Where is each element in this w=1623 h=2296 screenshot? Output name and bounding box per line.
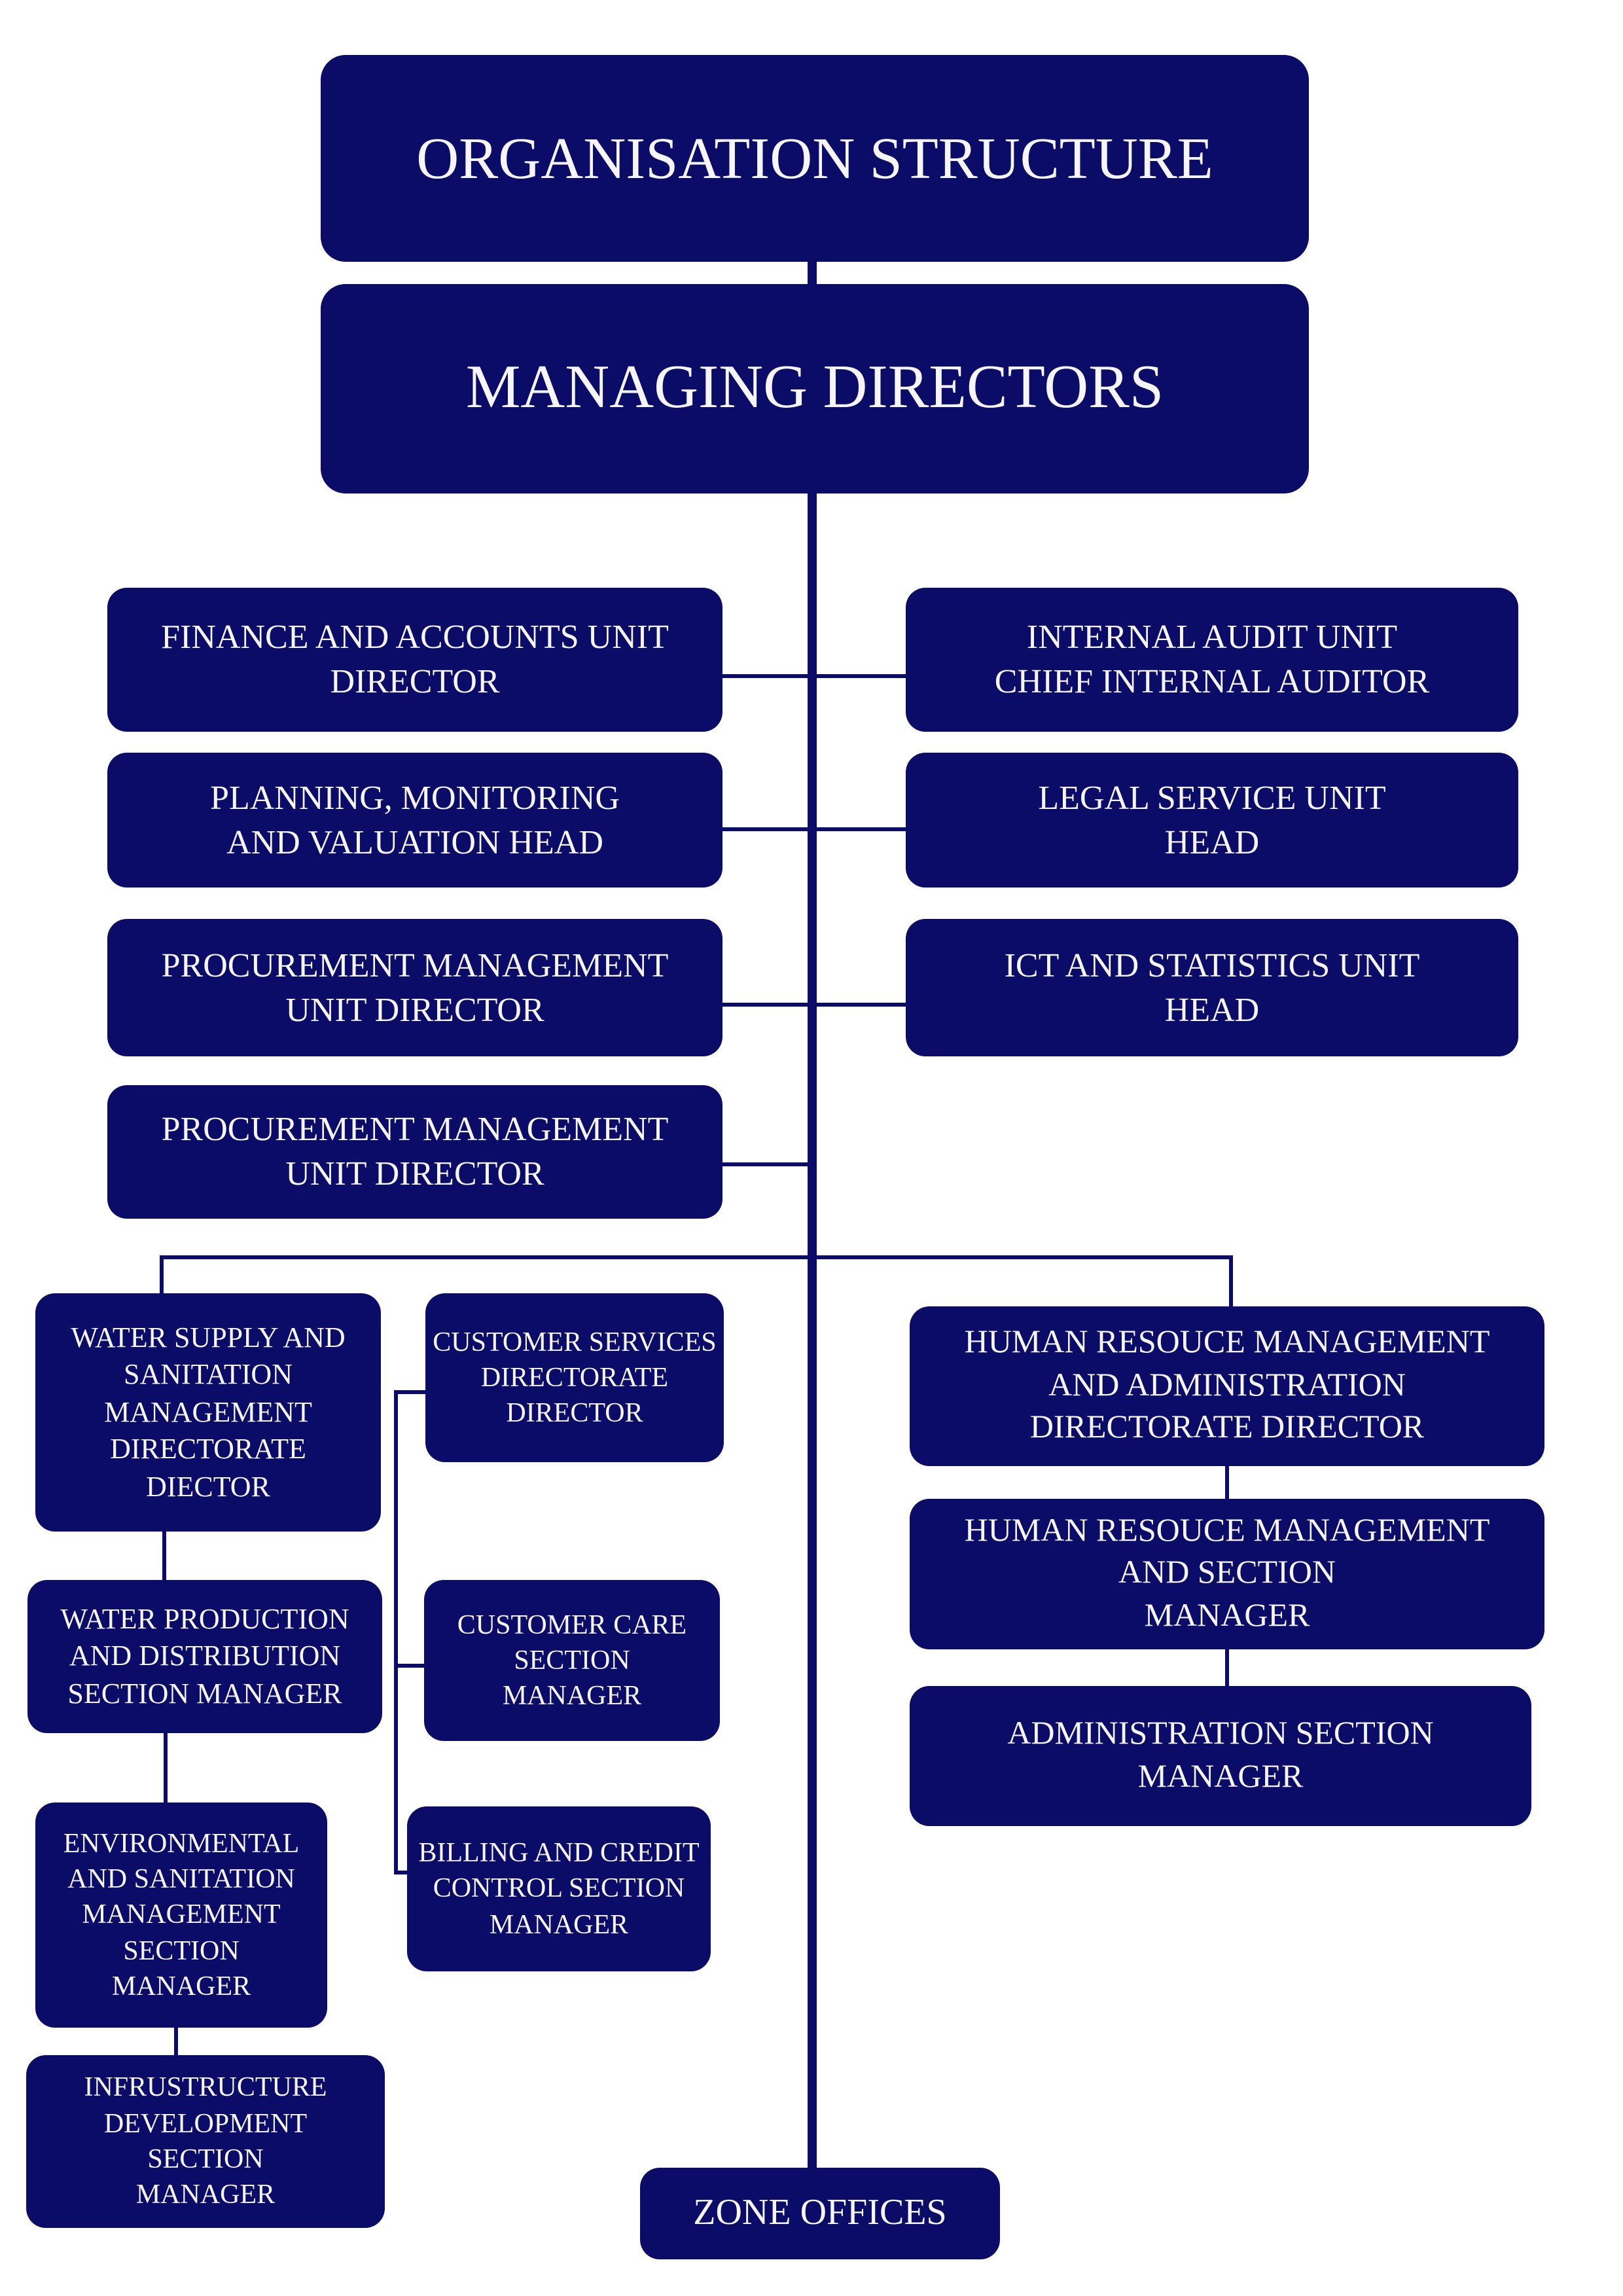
node-hr-section-label: HUMAN RESOUCE MANAGEMENT AND SECTION MAN… [964,1513,1490,1634]
connector-ict [817,1003,906,1007]
node-billing-label: BILLING AND CREDIT CONTROL SECTION MANAG… [418,1837,700,1940]
node-environmental-sanitation-section-manager: ENVIRONMENTAL AND SANITATION MANAGEMENT … [35,1803,327,2028]
node-title-label: ORGANISATION STRUCTURE [416,125,1213,191]
connector-water-supply-to-production [162,1532,166,1580]
node-environmental-label: ENVIRONMENTAL AND SANITATION MANAGEMENT … [63,1827,300,2001]
connector-customer-services-branch [394,1390,425,1394]
node-water-supply-sanitation-directorate-director: WATER SUPPLY AND SANITATION MANAGEMENT D… [35,1293,381,1532]
node-water-supply-label: WATER SUPPLY AND SANITATION MANAGEMENT D… [71,1320,346,1503]
node-water-production-label: WATER PRODUCTION AND DISTRIBUTION SECTIO… [60,1602,349,1710]
connector-customer-bracket-vertical [394,1390,398,1874]
connector-drop-hr-admin [1229,1255,1233,1306]
node-finance-and-accounts-unit-director: FINANCE AND ACCOUNTS UNIT DIRECTOR [107,588,722,732]
connector-central-spine [808,493,817,2169]
node-zone-offices: ZONE OFFICES [640,2168,1000,2259]
node-ict-label: ICT AND STATISTICS UNIT HEAD [1004,946,1420,1028]
node-hr-management-administration-directorate-director: HUMAN RESOUCE MANAGEMENT AND ADMINISTRAT… [910,1306,1544,1466]
node-managing-directors: MANAGING DIRECTORS [321,284,1309,493]
node-internal-audit-unit-chief-internal-auditor: INTERNAL AUDIT UNIT CHIEF INTERNAL AUDIT… [906,588,1518,732]
node-customer-care-label: CUSTOMER CARE SECTION MANAGER [457,1608,687,1712]
connector-finance [722,674,808,678]
node-customer-care-section-manager: CUSTOMER CARE SECTION MANAGER [424,1580,720,1741]
connector-internal-audit [817,674,906,678]
node-customer-services-label: CUSTOMER SERVICES DIRECTORATE DIRECTOR [433,1325,717,1429]
connector-billing-branch [394,1871,407,1874]
node-zone-offices-label: ZONE OFFICES [693,2192,947,2233]
connector-procurement-1 [722,1003,808,1007]
node-internal-audit-label: INTERNAL AUDIT UNIT CHIEF INTERNAL AUDIT… [994,618,1430,700]
node-title: ORGANISATION STRUCTURE [321,55,1309,262]
node-infrastructure-development-section-manager: INFRUSTRUCTURE DEVELOPMENT SECTION MANAG… [26,2055,385,2228]
node-finance-label: FINANCE AND ACCOUNTS UNIT DIRECTOR [161,618,669,700]
connector-hr-section-to-admin [1225,1649,1229,1686]
connector-planning [722,827,808,831]
node-managing-directors-label: MANAGING DIRECTORS [465,353,1164,422]
node-water-production-distribution-section-manager: WATER PRODUCTION AND DISTRIBUTION SECTIO… [27,1580,382,1733]
node-ict-and-statistics-unit-head: ICT AND STATISTICS UNIT HEAD [906,919,1518,1056]
node-procurement-1-label: PROCUREMENT MANAGEMENT UNIT DIRECTOR [161,946,669,1028]
node-hr-admin-label: HUMAN RESOUCE MANAGEMENT AND ADMINISTRAT… [964,1325,1490,1446]
connector-customer-care-branch [394,1664,424,1668]
connector-environmental-to-infrastructure [174,2028,178,2055]
connector-legal [817,827,906,831]
node-hr-management-section-manager: HUMAN RESOUCE MANAGEMENT AND SECTION MAN… [910,1499,1544,1649]
node-procurement-2-label: PROCUREMENT MANAGEMENT UNIT DIRECTOR [161,1110,669,1193]
connector-production-to-environmental [164,1733,168,1803]
connector-procurement-2 [722,1162,808,1166]
connector-drop-water-supply [160,1255,164,1293]
node-customer-services-directorate-director: CUSTOMER SERVICES DIRECTORATE DIRECTOR [425,1293,724,1462]
node-procurement-management-unit-director-1: PROCUREMENT MANAGEMENT UNIT DIRECTOR [107,919,722,1056]
node-billing-credit-control-section-manager: BILLING AND CREDIT CONTROL SECTION MANAG… [407,1806,711,1971]
node-planning-monitoring-valuation-head: PLANNING, MONITORING AND VALUATION HEAD [107,753,722,888]
node-legal-service-unit-head: LEGAL SERVICE UNIT HEAD [906,753,1518,888]
node-infrastructure-label: INFRUSTRUCTURE DEVELOPMENT SECTION MANAG… [84,2071,327,2210]
connector-hr-admin-to-section [1225,1466,1229,1499]
connector-distributor [160,1255,1233,1259]
node-administration-section-manager: ADMINISTRATION SECTION MANAGER [910,1686,1531,1826]
node-admin-section-label: ADMINISTRATION SECTION MANAGER [1007,1716,1434,1794]
node-legal-label: LEGAL SERVICE UNIT HEAD [1038,778,1386,861]
node-procurement-management-unit-director-2: PROCUREMENT MANAGEMENT UNIT DIRECTOR [107,1085,722,1219]
connector-title-to-managing [808,262,817,285]
node-planning-label: PLANNING, MONITORING AND VALUATION HEAD [210,778,620,861]
